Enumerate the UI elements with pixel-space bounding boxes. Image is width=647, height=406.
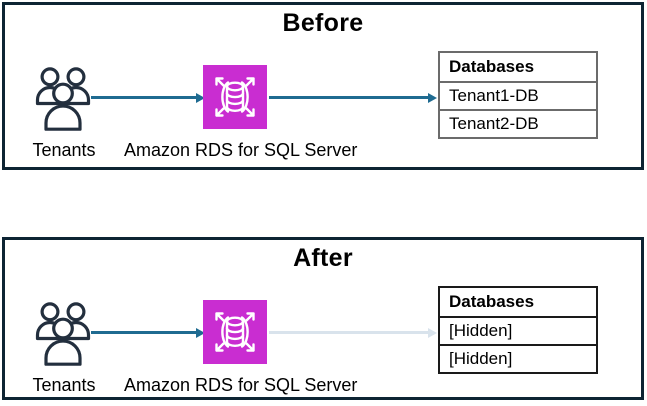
panel-title: After bbox=[293, 244, 353, 272]
databases-table: Databases Tenant1-DB Tenant2-DB bbox=[438, 51, 598, 139]
rds-icon bbox=[203, 65, 267, 129]
panel-title: Before bbox=[282, 9, 364, 37]
after-panel: After bbox=[2, 237, 644, 400]
tenants-icon bbox=[35, 67, 91, 131]
rds-service-label: Amazon RDS for SQL Server bbox=[124, 375, 358, 395]
arrow-rds-to-databases-faded bbox=[269, 331, 428, 334]
arrow-rds-to-databases bbox=[269, 96, 428, 99]
databases-table-header: Databases bbox=[449, 292, 535, 311]
table-row: [Hidden] bbox=[440, 316, 596, 344]
tenants-label: Tenants bbox=[32, 375, 96, 395]
tenants-icon bbox=[35, 302, 91, 366]
arrow-tenants-to-rds bbox=[91, 331, 196, 334]
rds-icon bbox=[203, 300, 267, 364]
table-row: Tenant1-DB bbox=[440, 81, 596, 109]
arrow-tenants-to-rds bbox=[91, 96, 196, 99]
rds-service-label: Amazon RDS for SQL Server bbox=[124, 140, 358, 160]
tenants-label: Tenants bbox=[32, 140, 96, 160]
databases-table: Databases [Hidden] [Hidden] bbox=[438, 286, 598, 374]
table-row: Tenant2-DB bbox=[440, 109, 596, 137]
databases-table-header: Databases bbox=[449, 57, 535, 76]
before-panel: Before bbox=[2, 2, 644, 170]
table-row: [Hidden] bbox=[440, 344, 596, 372]
